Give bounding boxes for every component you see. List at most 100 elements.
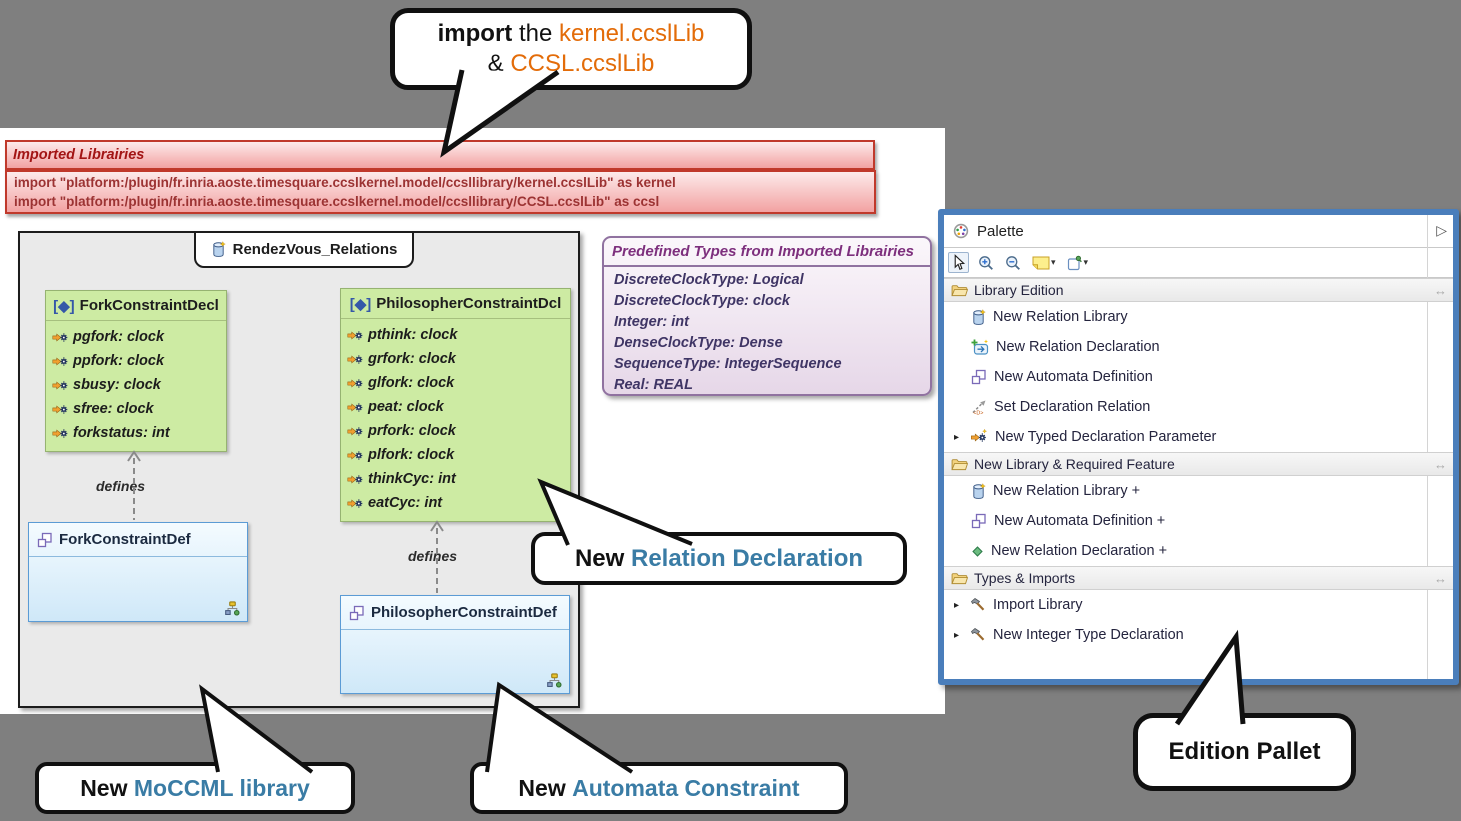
attribute-row[interactable]: glfork: clock [347,371,566,395]
attribute-icon [52,378,68,393]
eclass-badge-icon: [◆] [349,295,372,313]
dropdown-arrow-icon[interactable]: ▾ [1083,257,1089,267]
attribute-row[interactable]: pthink: clock [347,323,566,347]
callout-import-mid: the [512,20,559,47]
zoom-in-button[interactable] [976,254,996,272]
expander-arrow-icon[interactable]: ▸ [954,629,960,641]
zoom-out-button[interactable] [1003,254,1023,272]
attribute-icon [52,402,68,417]
philosopher-constraint-def-box[interactable]: PhilosopherConstraintDef [340,595,570,694]
pin-icon [1067,255,1083,271]
callout-new-automata-constraint: New Automata Constraint [470,762,848,814]
section-pin-icon[interactable]: ↔ [1434,570,1447,586]
palette-item-new-automata-definition[interactable]: New Automata Definition [944,362,1453,392]
palette-item-label: New Relation Library + [993,483,1141,499]
attribute-label: glfork: clock [368,375,455,391]
attribute-row[interactable]: sbusy: clock [52,373,222,397]
predefined-type: Real: REAL [614,377,693,393]
attribute-row[interactable]: prfork: clock [347,419,566,443]
attribute-row[interactable]: sfree: clock [52,397,222,421]
folder-icon [951,572,968,585]
palette-item-new-relation-library-plus[interactable]: New Relation Library + [944,476,1453,506]
predefined-type: DenseClockType: Dense [614,335,783,351]
callout-highlight: Relation Declaration [630,544,864,572]
folder-icon [951,458,968,471]
callout-prefix: New [574,544,625,572]
section-label: Library Edition [974,282,1064,298]
cursor-icon [951,254,966,271]
predefined-types-box: Predefined Types from Imported Librairie… [602,236,932,396]
attribute-row[interactable]: eatCyc: int [347,491,566,515]
philosopher-constraint-decl-name: PhilosopherConstraintDcl [376,295,562,312]
attribute-label: pgfork: clock [73,329,165,345]
palette-item-new-automata-definition-plus[interactable]: New Automata Definition + [944,506,1453,536]
expander-arrow-icon[interactable]: ▸ [954,599,960,611]
diagram-tab[interactable]: RendezVous_Relations [194,231,414,268]
predefined-type: DiscreteClockType: Logical [614,272,804,288]
callout-import-libraries: import the kernel.ccslLib & CCSL.ccslLib [390,8,752,90]
import-statement-ccsl: import "platform:/plugin/fr.inria.aoste.… [14,194,660,209]
palette-item-set-declaration-relation[interactable]: Set Declaration Relation [944,392,1453,422]
expander-arrow-icon[interactable]: ▸ [954,431,960,443]
palette-item-label: Set Declaration Relation [994,399,1151,415]
attribute-row[interactable]: peat: clock [347,395,566,419]
pin-tool-button[interactable]: ▾ [1065,254,1091,272]
attribute-label: plfork: clock [368,447,455,463]
fork-constraint-def-box[interactable]: ForkConstraintDef [28,522,248,622]
section-pin-icon[interactable]: ↔ [1434,456,1447,472]
callout-prefix: New [518,774,566,801]
imported-libraries-code[interactable]: import "platform:/plugin/fr.inria.aoste.… [5,170,876,214]
attribute-icon [347,376,363,391]
attribute-icon [52,330,68,345]
palette-item-label: New Relation Declaration [996,339,1160,355]
callout-edition-label: Edition Pallet [1168,738,1321,765]
typed-parameter-icon [970,429,988,445]
attribute-row[interactable]: forkstatus: int [52,421,222,445]
palette-panel: ▷ Palette ▾ ▾ Library Edition ↔ New Rela… [938,209,1459,685]
palette-section-new-library-required-feature[interactable]: New Library & Required Feature ↔ [944,452,1453,476]
palette-section-library-edition[interactable]: Library Edition ↔ [944,278,1453,302]
predefined-types-title: Predefined Types from Imported Librairie… [604,238,930,267]
fork-constraint-def-name: ForkConstraintDef [59,531,191,548]
diagram-tab-label: RendezVous_Relations [232,241,398,258]
palette-item-label: New Integer Type Declaration [993,627,1184,643]
predefined-type: SequenceType: IntegerSequence [614,356,842,372]
attribute-row[interactable]: plfork: clock [347,443,566,467]
attribute-row[interactable]: pgfork: clock [52,325,222,349]
attribute-label: thinkCyc: int [368,471,456,487]
philosopher-constraint-decl-box[interactable]: [◆] PhilosopherConstraintDcl pthink: clo… [340,288,571,522]
dropdown-arrow-icon[interactable]: ▾ [1051,257,1056,267]
palette-scroll-divider [1427,215,1428,679]
set-declaration-relation-icon [971,399,987,415]
callout-import-lib2: CCSL.ccslLib [510,50,655,77]
automata-definition-icon [37,532,53,548]
attribute-row[interactable]: thinkCyc: int [347,467,566,491]
palette-item-new-typed-declaration-parameter[interactable]: ▸ New Typed Declaration Parameter [944,422,1453,452]
fork-constraint-decl-box[interactable]: [◆] ForkConstraintDecl pgfork: clock ppf… [45,290,227,452]
attribute-label: forkstatus: int [73,425,170,441]
attribute-row[interactable]: ppfork: clock [52,349,222,373]
hammer-icon [970,627,986,643]
section-pin-icon[interactable]: ↔ [1434,282,1447,298]
select-tool-button[interactable] [948,252,969,273]
import-statement-kernel: import "platform:/plugin/fr.inria.aoste.… [14,175,676,190]
relation-library-icon [971,309,986,326]
palette-item-new-integer-type-declaration[interactable]: ▸ New Integer Type Declaration [944,620,1453,650]
section-label: Types & Imports [974,570,1076,586]
attribute-icon [52,354,68,369]
palette-section-types-imports[interactable]: Types & Imports ↔ [944,566,1453,590]
palette-item-import-library[interactable]: ▸ Import Library [944,590,1453,620]
note-tool-button[interactable]: ▾ [1030,255,1058,271]
philosopher-constraint-def-name: PhilosopherConstraintDef [371,604,557,621]
attribute-icon [347,448,363,463]
zoom-out-icon [1005,255,1021,271]
palette-item-new-relation-library[interactable]: New Relation Library [944,302,1453,332]
imported-libraries-title: Imported Librairies [5,140,875,170]
attribute-row[interactable]: grfork: clock [347,347,566,371]
palette-item-new-relation-declaration[interactable]: New Relation Declaration [944,332,1453,362]
relation-declaration-icon [971,339,989,355]
palette-expand-arrow-icon[interactable]: ▷ [1436,222,1447,238]
palette-item-new-relation-declaration-plus[interactable]: New Relation Declaration + [944,536,1453,566]
attribute-label: prfork: clock [368,423,456,439]
